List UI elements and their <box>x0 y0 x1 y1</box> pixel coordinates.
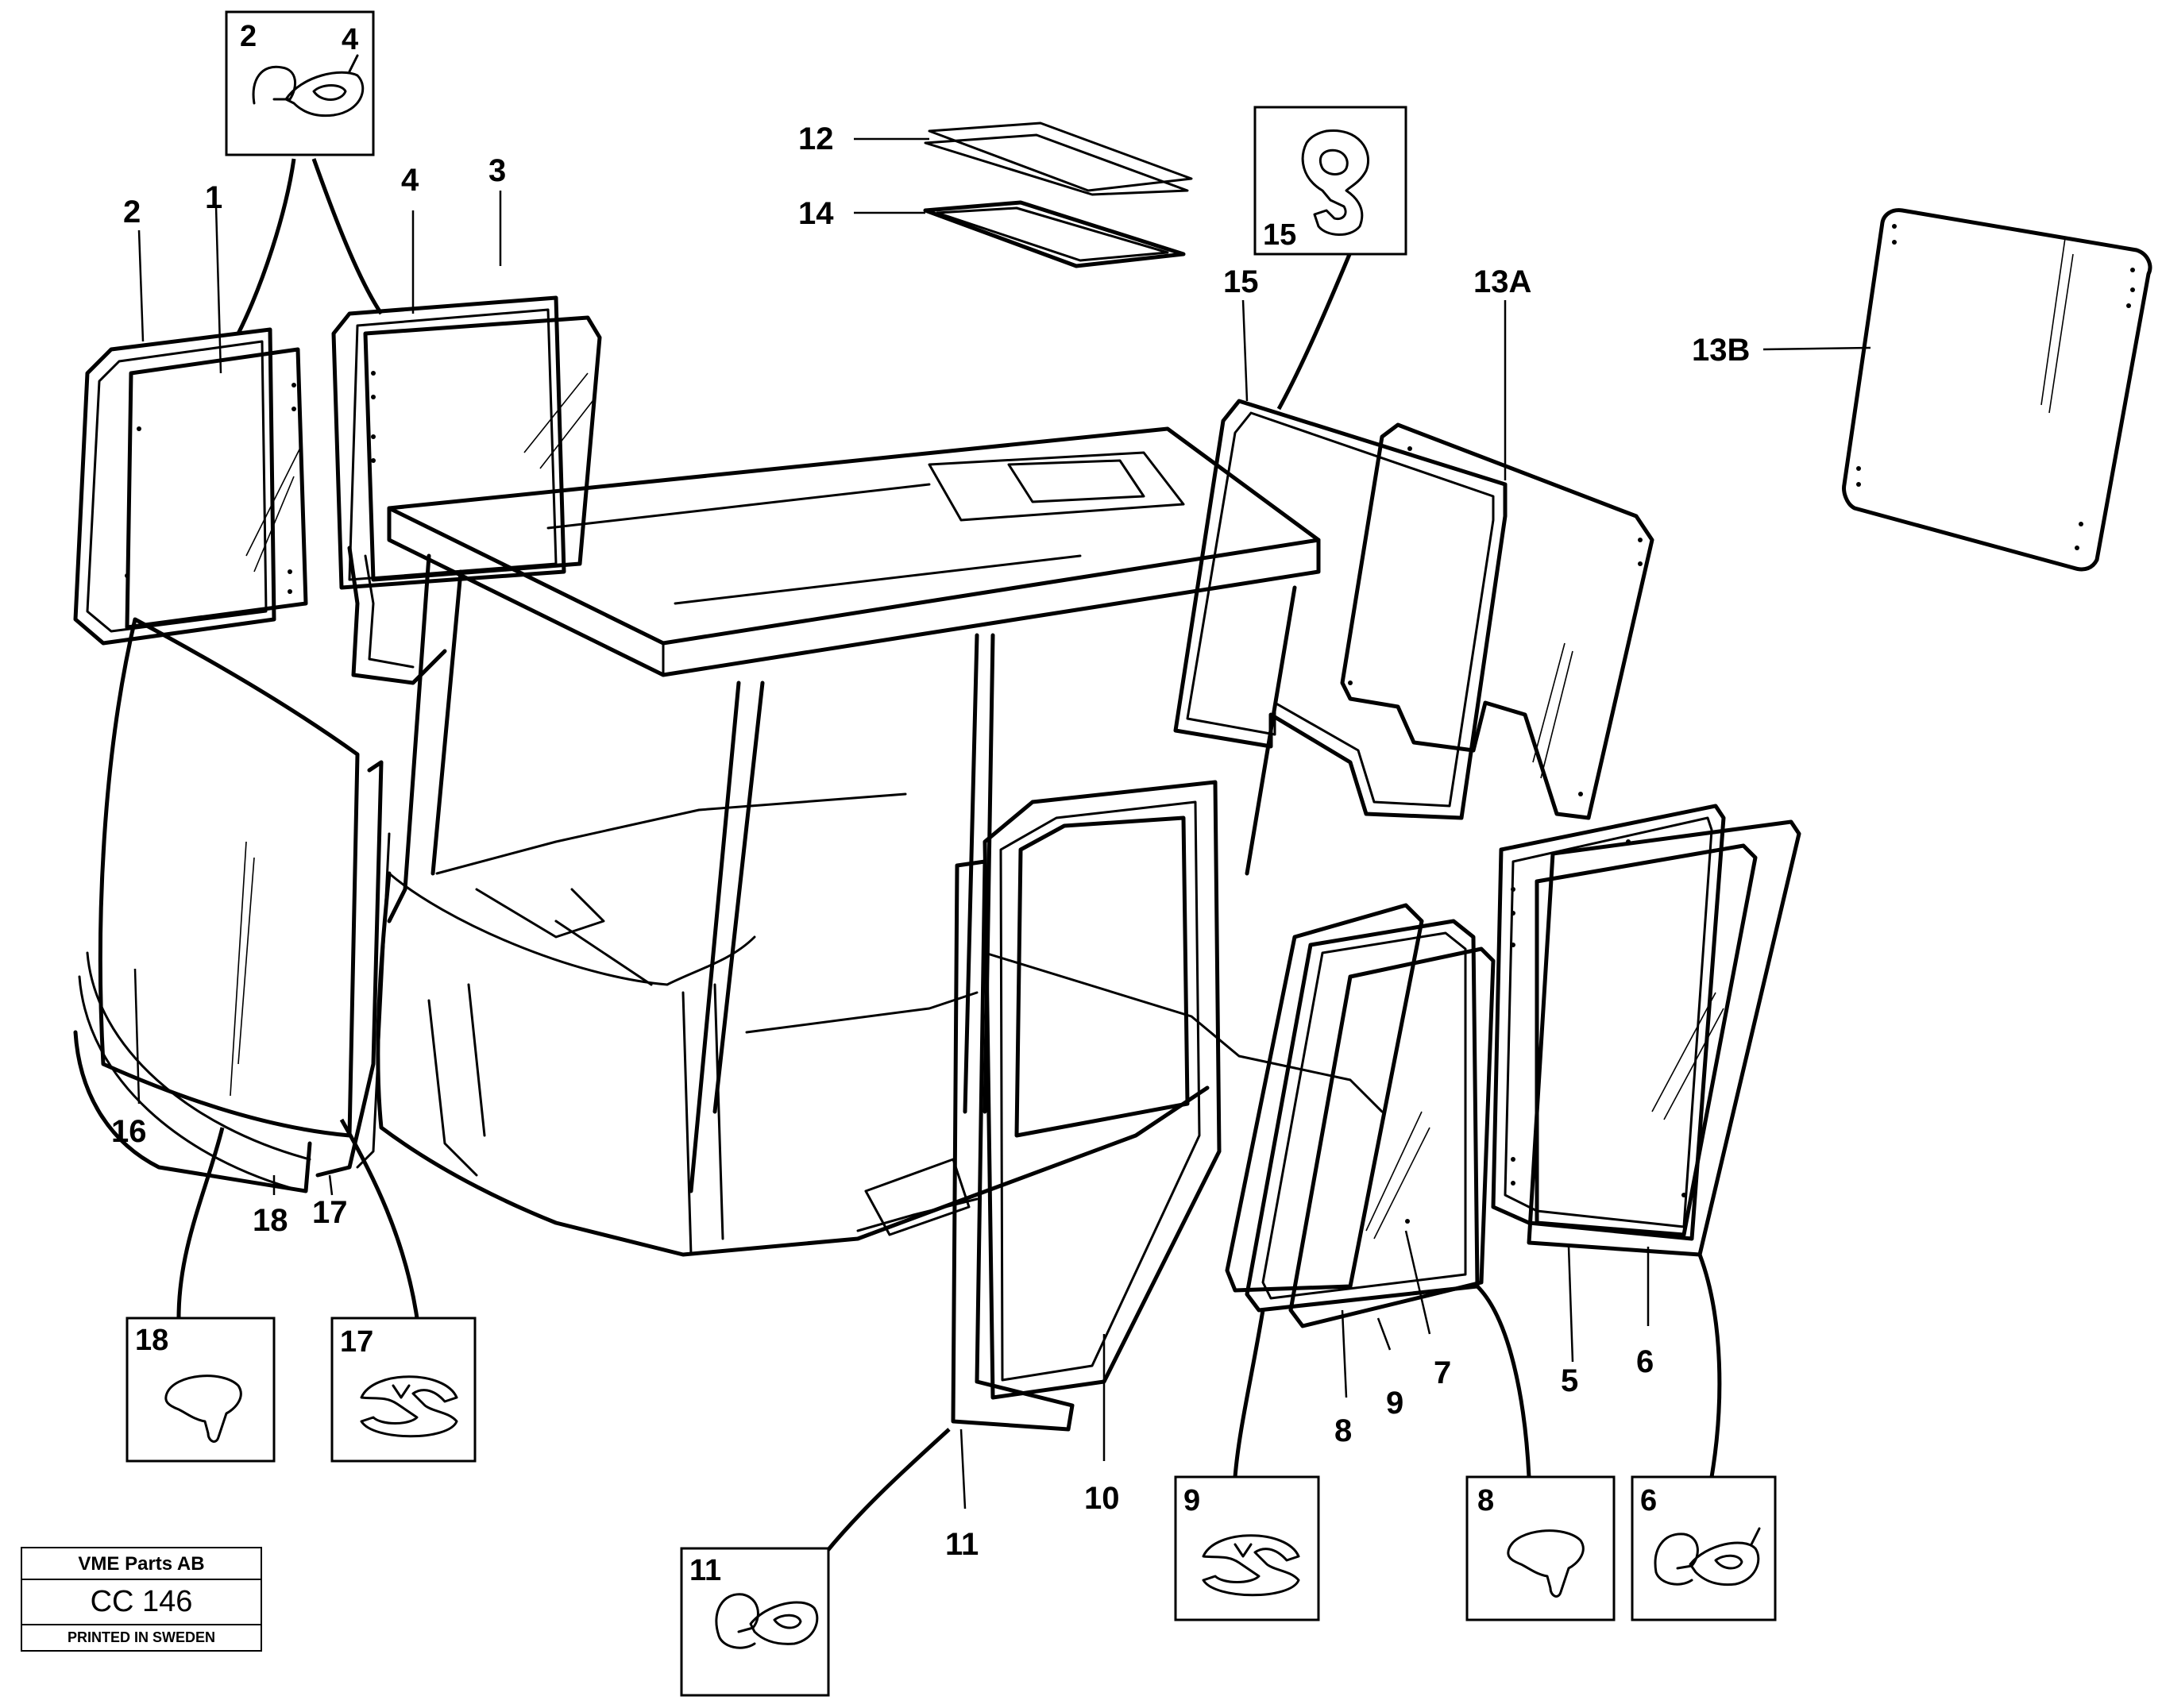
section-box-8: 8 <box>1465 1475 1616 1621</box>
section-box-15-label: 15 <box>1263 218 1296 252</box>
callout-2: 2 <box>123 195 141 229</box>
section-box-11: 11 <box>680 1547 830 1697</box>
section-box-8-label: 8 <box>1477 1484 1494 1517</box>
callout-1: 1 <box>205 180 222 215</box>
section-box-9-label: 9 <box>1183 1484 1200 1517</box>
callout-15: 15 <box>1223 264 1259 299</box>
seal-profile-18 <box>164 1374 242 1443</box>
callout-8: 8 <box>1334 1413 1352 1448</box>
seal-profile-2-4 <box>252 54 365 118</box>
roof-hatch-12-14 <box>923 121 1193 268</box>
section-box-17: 17 <box>330 1317 477 1463</box>
callout-labels: 2 1 4 3 12 14 15 13A 13B 16 18 17 11 10 … <box>111 121 1750 1562</box>
windshield-16 <box>73 617 391 1193</box>
section-box-9: 9 <box>1174 1475 1320 1621</box>
section-box-18-label: 18 <box>135 1324 168 1357</box>
side-window-5-6 <box>1491 804 1801 1257</box>
leader-lines <box>133 137 1871 1554</box>
seal-profile-11 <box>715 1593 819 1649</box>
callout-14: 14 <box>798 196 834 231</box>
callout-4: 4 <box>401 163 419 198</box>
section-box-11-label: 11 <box>689 1554 721 1587</box>
callout-18: 18 <box>253 1203 288 1238</box>
side-window-1-2 <box>73 327 308 646</box>
callout-12: 12 <box>798 121 834 156</box>
seal-profile-15 <box>1301 129 1370 236</box>
section-box-2-4: 2 4 <box>225 10 375 156</box>
side-window-7-8-9 <box>1225 903 1496 1328</box>
rear-window-13a-15 <box>1173 399 1654 820</box>
door-10 <box>951 780 1222 1432</box>
vme-parts-stamp: VME Parts AB CC 146 PRINTED IN SWEDEN <box>21 1547 262 1652</box>
rear-window-3-4 <box>331 295 602 685</box>
section-box-6: 6 <box>1631 1475 1777 1621</box>
callout-13b: 13B <box>1692 333 1750 368</box>
callout-11: 11 <box>945 1527 979 1562</box>
callout-17: 17 <box>312 1195 348 1230</box>
callout-10: 10 <box>1084 1481 1120 1516</box>
section-box-18: 18 <box>125 1317 276 1463</box>
section-box-17-label: 17 <box>340 1325 373 1359</box>
section-box-2-4-label-2: 2 <box>240 20 257 53</box>
section-box-15: 15 <box>1253 106 1407 256</box>
rear-window-13b <box>1842 208 2152 572</box>
seal-profile-8 <box>1507 1529 1585 1598</box>
callout-9: 9 <box>1386 1386 1403 1421</box>
seal-profile-9 <box>1202 1534 1300 1597</box>
cab-body <box>376 426 1384 1257</box>
callout-6: 6 <box>1636 1344 1654 1379</box>
section-box-6-label: 6 <box>1640 1484 1657 1517</box>
stamp-printed: PRINTED IN SWEDEN <box>67 1629 215 1645</box>
seal-profile-6 <box>1654 1527 1761 1587</box>
stamp-company: VME Parts AB <box>22 1548 261 1580</box>
callout-3: 3 <box>488 153 506 188</box>
callout-16: 16 <box>111 1114 147 1149</box>
callout-5: 5 <box>1561 1363 1578 1398</box>
callout-13a: 13A <box>1473 264 1531 299</box>
seal-profile-17 <box>360 1375 458 1438</box>
section-box-2-4-label-4: 4 <box>342 23 358 56</box>
callout-7: 7 <box>1434 1355 1451 1390</box>
stamp-code: CC 146 <box>22 1580 261 1625</box>
